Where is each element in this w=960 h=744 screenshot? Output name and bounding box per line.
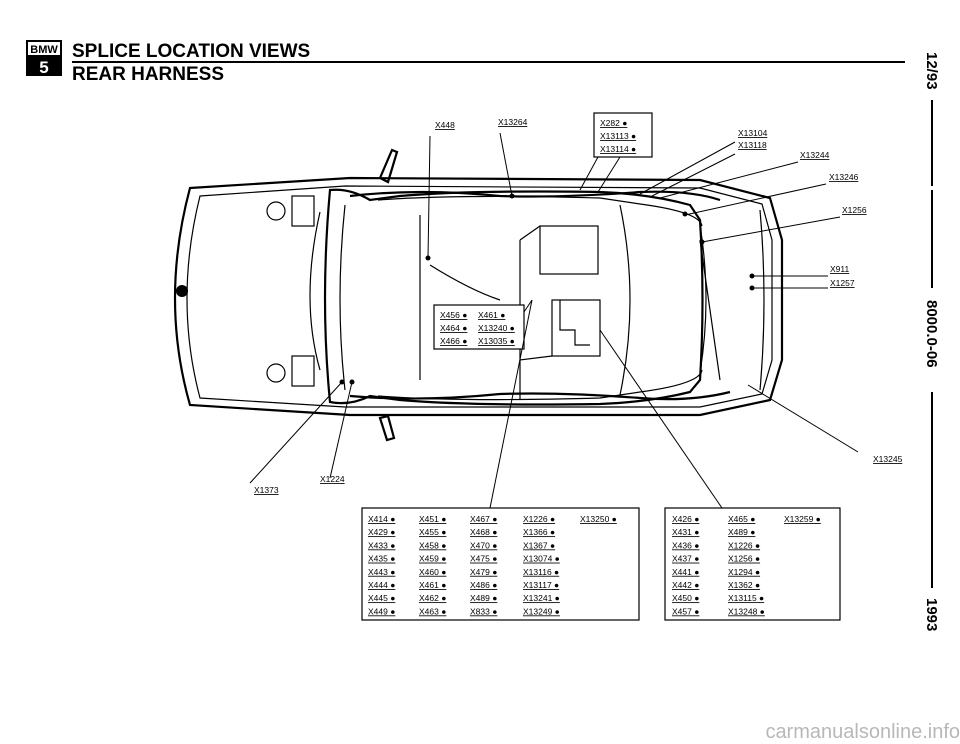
- table-left-cell: X833 ●: [470, 606, 497, 616]
- callout-label: X13244: [800, 150, 830, 160]
- callout-label: X13245: [873, 454, 903, 464]
- callout-label: X13246: [829, 172, 859, 182]
- table-right-cell: X442 ●: [672, 580, 699, 590]
- callout-label: X448: [435, 120, 455, 130]
- callout-label: X13118: [738, 140, 767, 150]
- table-left-cell: X13117 ●: [523, 580, 559, 590]
- box-mid-entry: X456 ●: [440, 310, 467, 320]
- table-left-cell: X486 ●: [470, 580, 497, 590]
- page-subtitle: REAR HARNESS: [72, 64, 224, 85]
- splice-box-mid: X456 ● X461 ● X464 ● X13240 ● X466 ● X13035 ●: [433, 304, 525, 350]
- table-right-cell: X1226 ●: [728, 540, 760, 550]
- table-left-cell: X461 ●: [419, 580, 446, 590]
- table-right-cell: X436 ●: [672, 540, 699, 550]
- callout-label: X1256: [842, 205, 867, 215]
- table-left-cell: X1367 ●: [523, 540, 555, 550]
- table-left-cell: X1366 ●: [523, 527, 555, 537]
- table-right-cell: X13115 ●: [728, 593, 764, 603]
- table-left-cell: X459 ●: [419, 554, 446, 564]
- table-left-cell: X467 ●: [470, 514, 497, 524]
- table-left-cell: X458 ●: [419, 540, 446, 550]
- table-right-cell: X1256 ●: [728, 554, 760, 564]
- table-left-cell: X13249 ●: [523, 606, 560, 616]
- callout-label: X1224: [320, 474, 345, 484]
- table-right-cell: X431 ●: [672, 527, 699, 537]
- side-code: 8000.0-06: [923, 300, 940, 368]
- bmw-logo-icon: BMW 5: [26, 40, 62, 77]
- table-left-cell: X475 ●: [470, 554, 497, 564]
- table-right-cell: X441 ●: [672, 567, 699, 577]
- logo-top-text: BMW: [30, 44, 58, 56]
- table-left-cell: X455 ●: [419, 527, 446, 537]
- table-left-cell: X13074 ●: [523, 554, 560, 564]
- callout-label: X1373: [254, 485, 279, 495]
- table-left-cell: X435 ●: [368, 554, 395, 564]
- page-title: SPLICE LOCATION VIEWS: [72, 41, 310, 62]
- table-right-cell: X426 ●: [672, 514, 699, 524]
- callout-label: X13264: [498, 117, 528, 127]
- logo-bottom-text: 5: [39, 58, 48, 77]
- table-left-cell: X460 ●: [419, 567, 446, 577]
- table-right-cell: X13248 ●: [728, 606, 765, 616]
- side-strip: 12/93 8000.0-06 1993: [923, 52, 940, 631]
- table-left-cell: X462 ●: [419, 593, 446, 603]
- box-top-line-1: X282 ●: [600, 118, 627, 128]
- callout-label: X13104: [738, 128, 768, 138]
- table-left-cell: X445 ●: [368, 593, 395, 603]
- table-left-cell: X463 ●: [419, 606, 446, 616]
- box-top-line-3: X13114 ●: [600, 144, 636, 154]
- table-left-cell: X414 ●: [368, 514, 395, 524]
- table-left-cell: X451 ●: [419, 514, 446, 524]
- table-left-cell: X443 ●: [368, 567, 395, 577]
- side-date: 12/93: [923, 52, 940, 90]
- table-left-cell: X444 ●: [368, 580, 395, 590]
- table-left-cell: X429 ●: [368, 527, 395, 537]
- table-left-cell: X13250 ●: [580, 514, 617, 524]
- leader-lines: [249, 132, 859, 509]
- box-mid-entry: X13240 ●: [478, 323, 515, 333]
- box-mid-entry: X464 ●: [440, 323, 467, 333]
- table-left-cell: X433 ●: [368, 540, 395, 550]
- table-right-cell: X457 ●: [672, 606, 699, 616]
- table-left-cell: X13241 ●: [523, 593, 560, 603]
- table-left-cell: X468 ●: [470, 527, 497, 537]
- splice-table-left: X414 ● X451 ● X467 ● X1226 ● X13250 ● X429 ● X…: [361, 507, 640, 621]
- table-left-cell: X13116 ●: [523, 567, 559, 577]
- side-year: 1993: [923, 598, 940, 631]
- table-right-cell: X465 ●: [728, 514, 755, 524]
- table-left-cell: X449 ●: [368, 606, 395, 616]
- header: BMW 5 SPLICE LOCATION VIEWS REAR HARNESS: [26, 40, 905, 85]
- car-outline: [173, 148, 784, 442]
- table-left-cell: X479 ●: [470, 567, 497, 577]
- callout-label: X1257: [830, 278, 855, 288]
- splice-table-right: X426 ● X465 ● X13259 ● X431 ● X489 ● X436 ● X1…: [664, 507, 841, 621]
- table-left-cell: X489 ●: [470, 593, 497, 603]
- table-right-cell: X13259 ●: [784, 514, 821, 524]
- box-mid-entry: X461 ●: [478, 310, 505, 320]
- table-right-cell: X489 ●: [728, 527, 755, 537]
- footer-watermark: carmanualsonline.info: [765, 721, 960, 743]
- table-right-cell: X1294 ●: [728, 567, 760, 577]
- table-right-cell: X450 ●: [672, 593, 699, 603]
- splice-box-top: X282 ● X13113 ● X13114 ●: [593, 112, 653, 158]
- table-left-cell: X1226 ●: [523, 514, 555, 524]
- table-left-cell: X470 ●: [470, 540, 497, 550]
- box-mid-entry: X466 ●: [440, 336, 467, 346]
- table-right-cell: X1362 ●: [728, 580, 760, 590]
- callout-label: X911: [830, 264, 849, 274]
- table-right-cell: X437 ●: [672, 554, 699, 564]
- box-mid-entry: X13035 ●: [478, 336, 515, 346]
- box-top-line-2: X13113 ●: [600, 131, 636, 141]
